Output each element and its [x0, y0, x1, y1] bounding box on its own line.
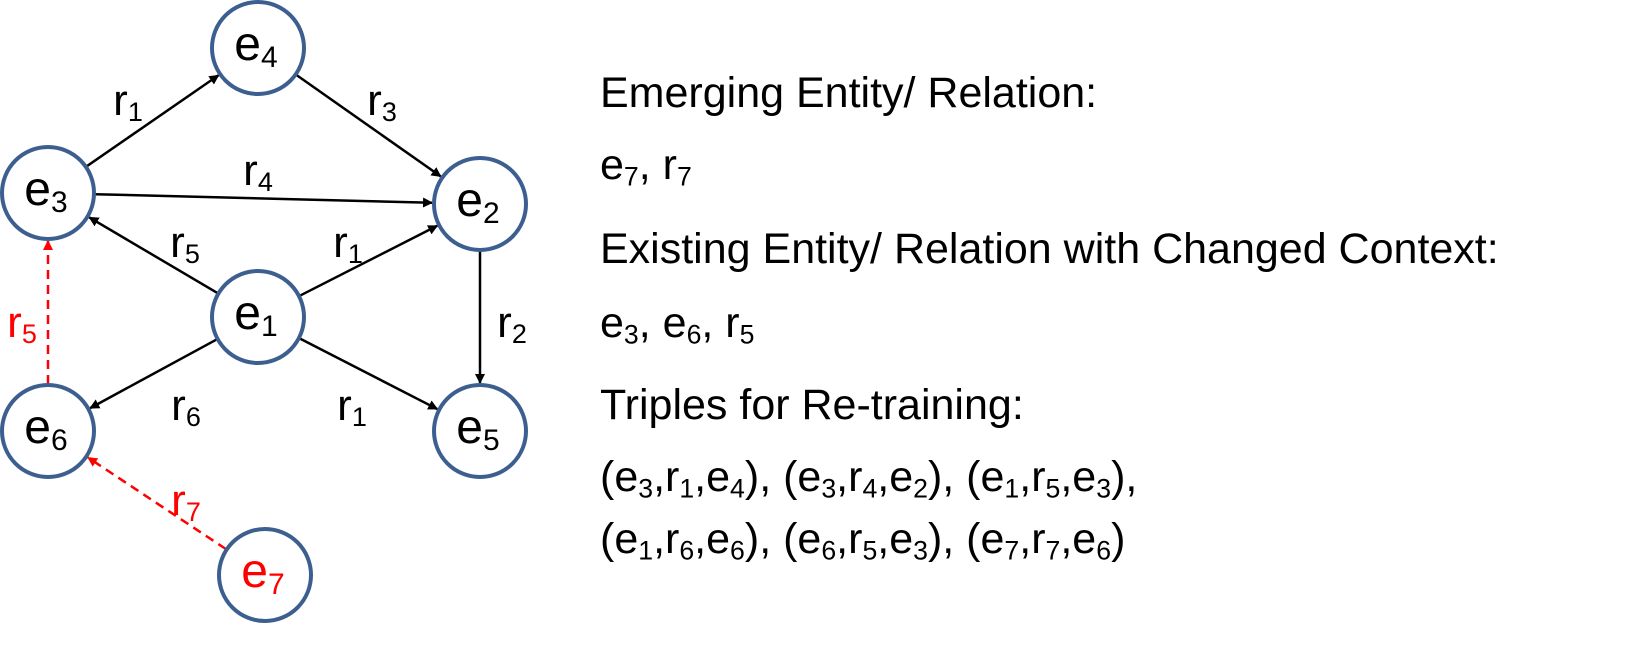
node-e3: e3 — [0, 145, 96, 241]
edge-label-e1-e6: r6 — [171, 381, 201, 433]
edge-label-e4-e2: r3 — [367, 76, 397, 128]
node-label-e5: e5 — [456, 401, 499, 457]
edge-e3-e2 — [94, 192, 434, 208]
changed-context-items: e3, e6, r5 — [600, 299, 755, 350]
changed-context-heading: Existing Entity/ Relation with Changed C… — [600, 225, 1499, 273]
retraining-heading: Triples for Re-training: — [600, 381, 1024, 429]
node-circle-e5 — [432, 383, 528, 479]
edge-label-e2-e5: r2 — [497, 298, 527, 350]
node-circle-e7 — [217, 527, 313, 623]
edge-e4-e2 — [295, 73, 442, 178]
edge-label-e7-e6: r7 — [171, 476, 201, 528]
node-e7: e7 — [217, 527, 313, 623]
node-label-e1: e1 — [234, 287, 277, 343]
node-label-e7: e7 — [241, 545, 284, 601]
knowledge-graph: r1 r3 r4 r5 r1 r2 r6 r1 r5 r7 e4 e3 e2 e1 e6 e5 e7 — [0, 0, 528, 623]
edge-label-e3-e4: r1 — [113, 76, 143, 128]
node-label-e6: e6 — [24, 401, 67, 457]
edge-e7-e6 — [87, 456, 227, 551]
node-e1: e1 — [210, 269, 306, 365]
node-e6: e6 — [0, 383, 96, 479]
node-e4: e4 — [210, 0, 306, 96]
node-circle-e3 — [0, 145, 96, 241]
node-e5: e5 — [432, 383, 528, 479]
edge-label-e1-e3: r5 — [170, 218, 200, 270]
node-label-e4: e4 — [234, 18, 277, 74]
edge-e1-e6 — [89, 338, 218, 410]
emerging-heading: Emerging Entity/ Relation: — [600, 69, 1098, 117]
node-e2: e2 — [432, 156, 528, 252]
retraining-triples-row-2: (e1,r6,e6), (e6,r5,e3), (e7,r7,e6) — [600, 515, 1126, 566]
node-label-e3: e3 — [24, 163, 67, 219]
edge-e1-e2 — [299, 224, 439, 297]
emerging-items: e7, r7 — [600, 141, 692, 192]
edge-e3-e4 — [85, 74, 220, 168]
node-circle-e2 — [432, 156, 528, 252]
edge-e1-e3 — [88, 216, 219, 295]
node-circle-e4 — [210, 0, 306, 96]
edge-label-e1-e5: r1 — [337, 381, 367, 433]
edge-label-e1-e2: r1 — [333, 218, 363, 270]
node-circle-e1 — [210, 269, 306, 365]
edge-label-e3-e2: r4 — [243, 146, 273, 198]
edge-e1-e5 — [299, 337, 439, 411]
node-label-e2: e2 — [456, 174, 499, 230]
retraining-triples-row-1: (e3,r1,e4), (e3,r4,e2), (e1,r5,e3), — [600, 453, 1138, 504]
node-circle-e6 — [0, 383, 96, 479]
edge-label-e6-e3: r5 — [7, 298, 37, 350]
